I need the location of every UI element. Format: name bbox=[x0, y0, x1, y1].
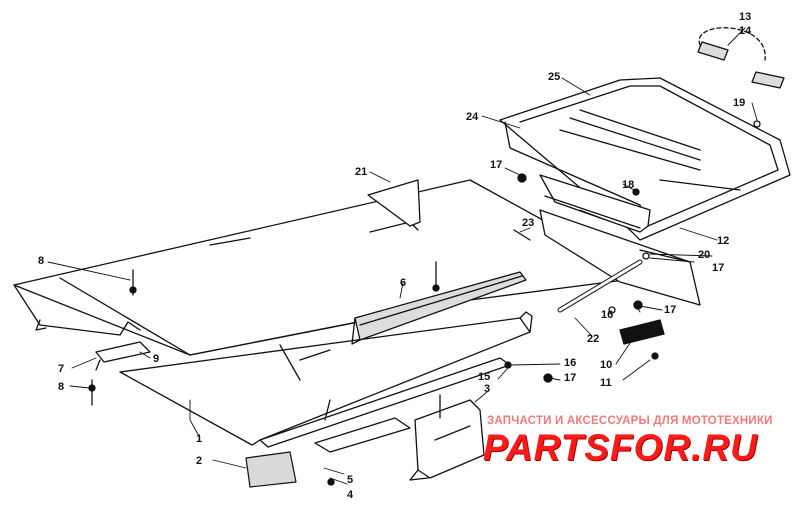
callout-25: 25 bbox=[548, 71, 560, 83]
mount-plate-24 bbox=[539, 174, 651, 233]
callout-4: 4 bbox=[347, 489, 354, 501]
rail-part-9 bbox=[95, 341, 151, 371]
decal-13 bbox=[697, 41, 729, 61]
plate-part-2 bbox=[245, 451, 297, 488]
watermark-tagline: ЗАПЧАСТИ И АКСЕССУАРЫ ДЛЯ МОТОТЕХНИКИ bbox=[487, 415, 773, 427]
callout-17a: 17 bbox=[490, 159, 502, 171]
callout-17d: 17 bbox=[564, 372, 576, 384]
leader-lines bbox=[47, 27, 758, 485]
callout-19: 19 bbox=[733, 97, 745, 109]
callout-17c: 17 bbox=[664, 304, 676, 316]
brace-part-6 bbox=[351, 271, 527, 345]
plate-part-10 bbox=[619, 319, 665, 345]
callout-24: 24 bbox=[466, 111, 479, 123]
callout-12: 12 bbox=[717, 235, 729, 247]
callout-6: 6 bbox=[400, 277, 406, 289]
callout-7: 7 bbox=[58, 363, 64, 375]
plate-lower bbox=[314, 399, 411, 453]
callout-10: 10 bbox=[600, 359, 612, 371]
callout-2: 2 bbox=[196, 455, 202, 467]
callout-labels: 1 2 3 4 5 6 7 8 8 9 10 11 12 13 14 15 16… bbox=[38, 11, 752, 501]
callout-14: 14 bbox=[739, 25, 752, 37]
callout-22: 22 bbox=[587, 333, 599, 345]
watermark-logo: PARTSFOR.RU bbox=[483, 427, 758, 468]
rod-part-22 bbox=[557, 259, 643, 313]
callout-9: 9 bbox=[153, 353, 159, 365]
callout-8a: 8 bbox=[38, 255, 44, 267]
callout-8b: 8 bbox=[58, 381, 64, 393]
tunnel-panel bbox=[13, 179, 641, 356]
rear-bumper bbox=[499, 77, 791, 241]
callout-23: 23 bbox=[522, 217, 534, 229]
callout-18: 18 bbox=[622, 179, 634, 191]
callout-1: 1 bbox=[196, 433, 202, 445]
callout-16a: 16 bbox=[601, 309, 613, 321]
callout-5: 5 bbox=[347, 474, 353, 486]
bracket-part-3 bbox=[409, 394, 485, 481]
callout-17b: 17 bbox=[712, 262, 724, 274]
callout-16b: 16 bbox=[564, 357, 576, 369]
hitch-plate bbox=[539, 209, 701, 306]
fin-part-21 bbox=[367, 179, 421, 227]
callout-11: 11 bbox=[600, 377, 612, 389]
callout-15: 15 bbox=[478, 371, 490, 383]
callout-13: 13 bbox=[739, 11, 751, 23]
callout-21: 21 bbox=[355, 166, 367, 178]
callout-20: 20 bbox=[698, 249, 710, 261]
callout-3: 3 bbox=[484, 383, 490, 395]
decal-14 bbox=[751, 71, 785, 89]
